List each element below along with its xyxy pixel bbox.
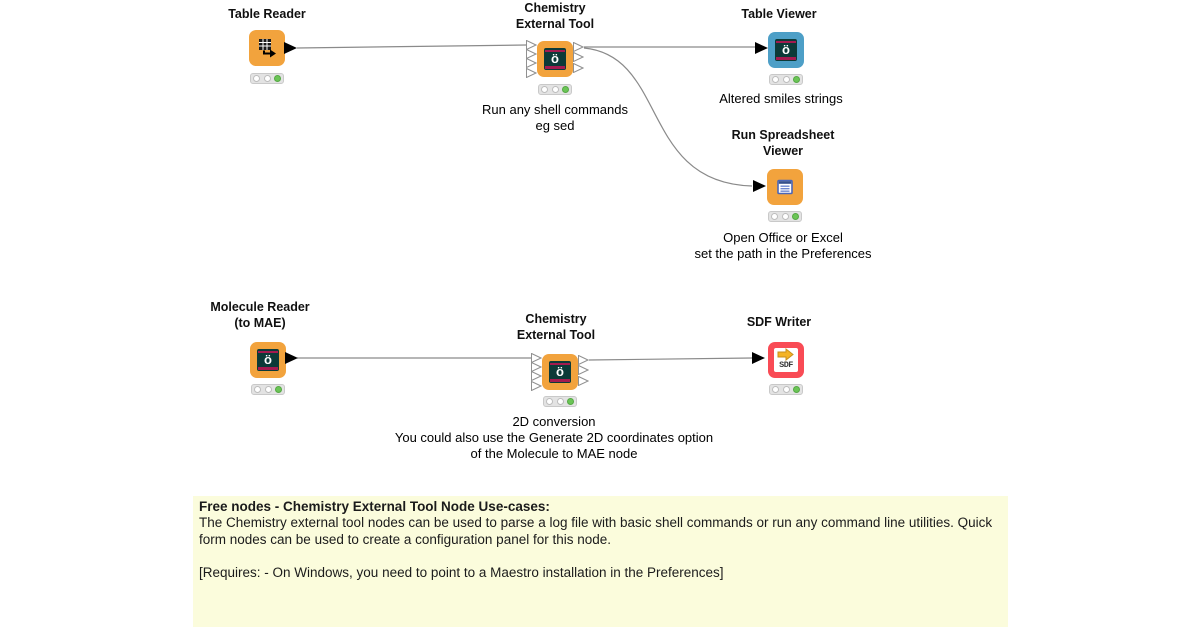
node-caption-chem-ext-2: 2D conversion You could also use the Gen… — [394, 414, 714, 461]
sdf-arrow-icon — [777, 348, 794, 361]
status-light-yellow — [782, 76, 790, 83]
status-light-yellow — [551, 86, 559, 93]
status-light-table-reader — [250, 73, 284, 84]
output-port-3[interactable] — [573, 62, 585, 74]
schrodinger-o-icon: ö — [544, 48, 566, 70]
workflow-annotation[interactable]: Free nodes - Chemistry External Tool Nod… — [193, 496, 1008, 627]
table-grid-icon — [259, 39, 276, 58]
input-port-4[interactable] — [531, 380, 543, 392]
node-title-run-spreadsheet-viewer: Run Spreadsheet Viewer — [731, 128, 835, 158]
status-light-chem-ext-2 — [543, 396, 577, 407]
status-light-yellow — [556, 398, 564, 405]
status-light-green — [562, 86, 569, 93]
output-port-2[interactable] — [573, 51, 585, 63]
input-port-2[interactable] — [526, 48, 538, 60]
output-port-1[interactable] — [573, 41, 585, 53]
status-light-red — [254, 386, 261, 393]
status-light-red — [541, 86, 548, 93]
output-port-1[interactable] — [578, 354, 590, 366]
status-light-green — [275, 386, 282, 393]
node-run-spreadsheet-viewer[interactable] — [767, 169, 803, 205]
input-port-table-viewer[interactable] — [755, 42, 768, 54]
status-light-green — [793, 386, 800, 393]
node-caption-run-spreadsheet-viewer: Open Office or Excel set the path in the… — [694, 230, 872, 261]
node-table-viewer[interactable]: ö — [768, 32, 804, 68]
node-chemistry-external-tool-2[interactable]: ö — [542, 354, 578, 390]
node-title-chemistry-external-tool-2: Chemistry External Tool — [516, 312, 596, 342]
input-port-1[interactable] — [531, 352, 543, 364]
status-light-yellow — [781, 213, 789, 220]
status-light-run-spreadsheet-viewer — [768, 211, 802, 222]
node-caption-table-viewer: Altered smiles strings — [719, 91, 843, 106]
input-port-2[interactable] — [531, 361, 543, 373]
status-light-red — [253, 75, 260, 82]
input-port-3[interactable] — [526, 57, 538, 69]
status-light-yellow — [782, 386, 790, 393]
spreadsheet-icon — [777, 179, 793, 195]
connection-chemtool1-spreadsheetviewer[interactable] — [583, 47, 753, 187]
schrodinger-o-icon: ö — [775, 39, 797, 61]
status-light-red — [546, 398, 553, 405]
node-molecule-reader[interactable]: ö — [250, 342, 286, 378]
node-title-table-viewer: Table Viewer — [741, 7, 817, 21]
status-light-red — [772, 386, 779, 393]
input-port-sdf-writer[interactable] — [752, 352, 765, 364]
sdf-file-icon: SDF — [774, 348, 798, 372]
node-title-chemistry-external-tool-1: Chemistry External Tool — [515, 1, 595, 31]
schrodinger-o-icon: ö — [257, 349, 279, 371]
annotation-requires: [Requires: - On Windows, you need to poi… — [199, 564, 724, 580]
output-port-2[interactable] — [578, 364, 590, 376]
status-light-molecule-reader — [251, 384, 285, 395]
status-light-red — [772, 76, 779, 83]
input-port-4[interactable] — [526, 67, 538, 79]
node-sdf-writer[interactable]: SDF — [768, 342, 804, 378]
output-port-table-reader[interactable] — [284, 42, 297, 54]
status-light-sdf-writer — [769, 384, 803, 395]
schrodinger-o-icon: ö — [549, 361, 571, 383]
output-port-molecule-reader[interactable] — [285, 352, 298, 364]
node-caption-chem-ext-1: Run any shell commands eg sed — [482, 102, 628, 133]
node-chemistry-external-tool-1[interactable]: ö — [537, 41, 573, 77]
input-port-3[interactable] — [531, 370, 543, 382]
status-light-red — [771, 213, 778, 220]
node-title-table-reader: Table Reader — [228, 7, 306, 21]
status-light-yellow — [263, 75, 271, 82]
status-light-chem-ext-1 — [538, 84, 572, 95]
status-light-green — [792, 213, 799, 220]
status-light-green — [274, 75, 281, 82]
node-title-sdf-writer: SDF Writer — [746, 315, 812, 329]
status-light-table-viewer — [769, 74, 803, 85]
connection-chemtool2-sdfwriter[interactable] — [588, 357, 753, 361]
output-port-3[interactable] — [578, 375, 590, 387]
status-light-yellow — [264, 386, 272, 393]
annotation-body: The Chemistry external tool nodes can be… — [199, 515, 993, 547]
input-port-run-spreadsheet-viewer[interactable] — [753, 180, 766, 192]
status-light-green — [567, 398, 574, 405]
input-port-1[interactable] — [526, 39, 538, 51]
status-light-green — [793, 76, 800, 83]
annotation-title: Free nodes - Chemistry External Tool Nod… — [199, 499, 550, 514]
node-table-reader[interactable] — [249, 30, 285, 66]
connection-tablereader-chemtool1[interactable] — [296, 44, 527, 49]
node-title-molecule-reader: Molecule Reader (to MAE) — [210, 300, 310, 330]
